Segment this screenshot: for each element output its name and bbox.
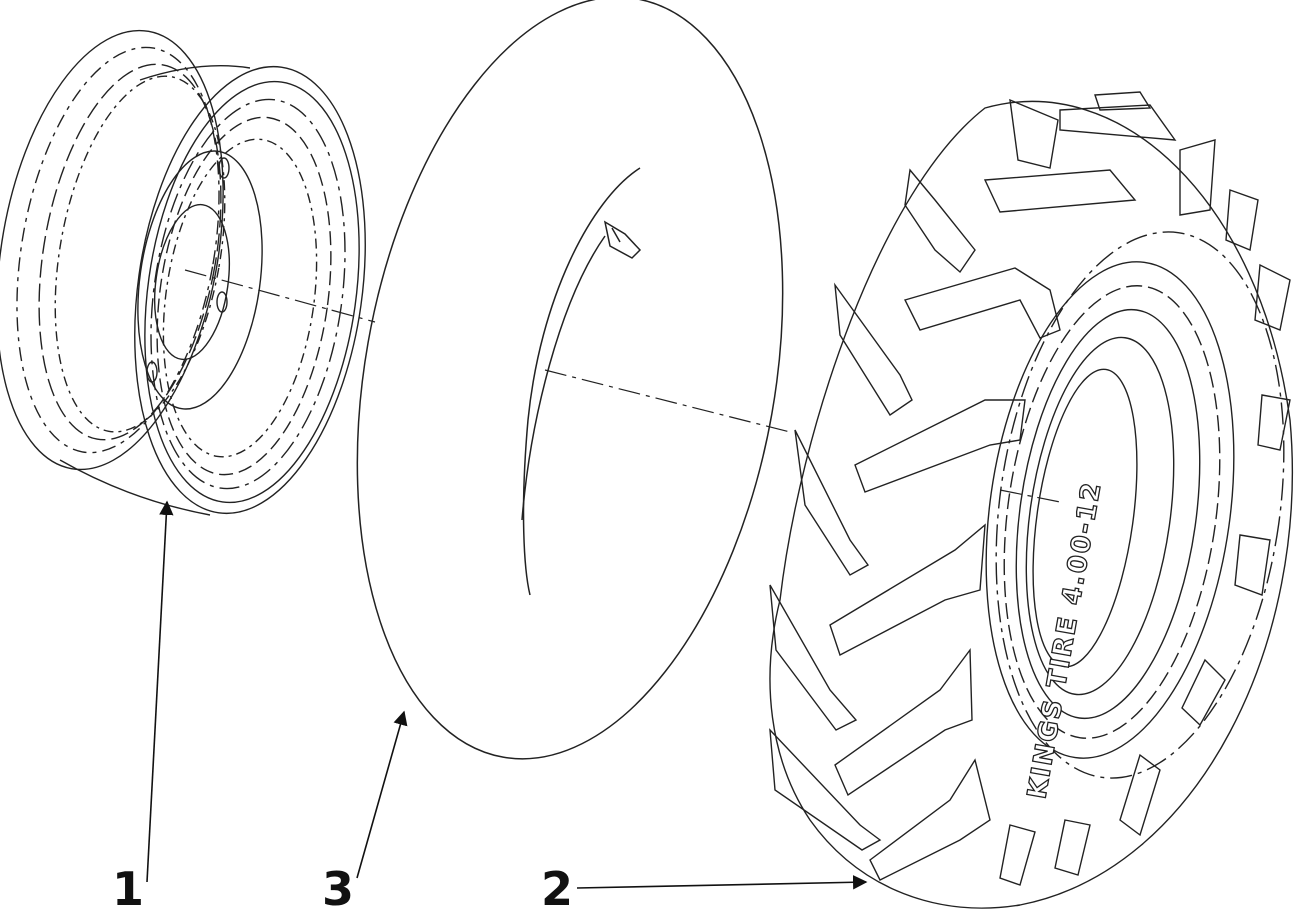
leader-line-2 bbox=[576, 875, 868, 890]
center-axis bbox=[184, 269, 1061, 503]
leader-lines bbox=[146, 500, 868, 890]
callout-2-label: 2 bbox=[541, 862, 574, 916]
callout-3-label: 3 bbox=[322, 862, 355, 916]
inner-tube bbox=[356, 0, 784, 760]
tire bbox=[769, 91, 1294, 909]
wheel-rim bbox=[0, 29, 366, 516]
leader-line-1 bbox=[146, 500, 174, 883]
leader-line-3 bbox=[356, 710, 408, 879]
callout-1-label: 1 bbox=[112, 862, 145, 916]
